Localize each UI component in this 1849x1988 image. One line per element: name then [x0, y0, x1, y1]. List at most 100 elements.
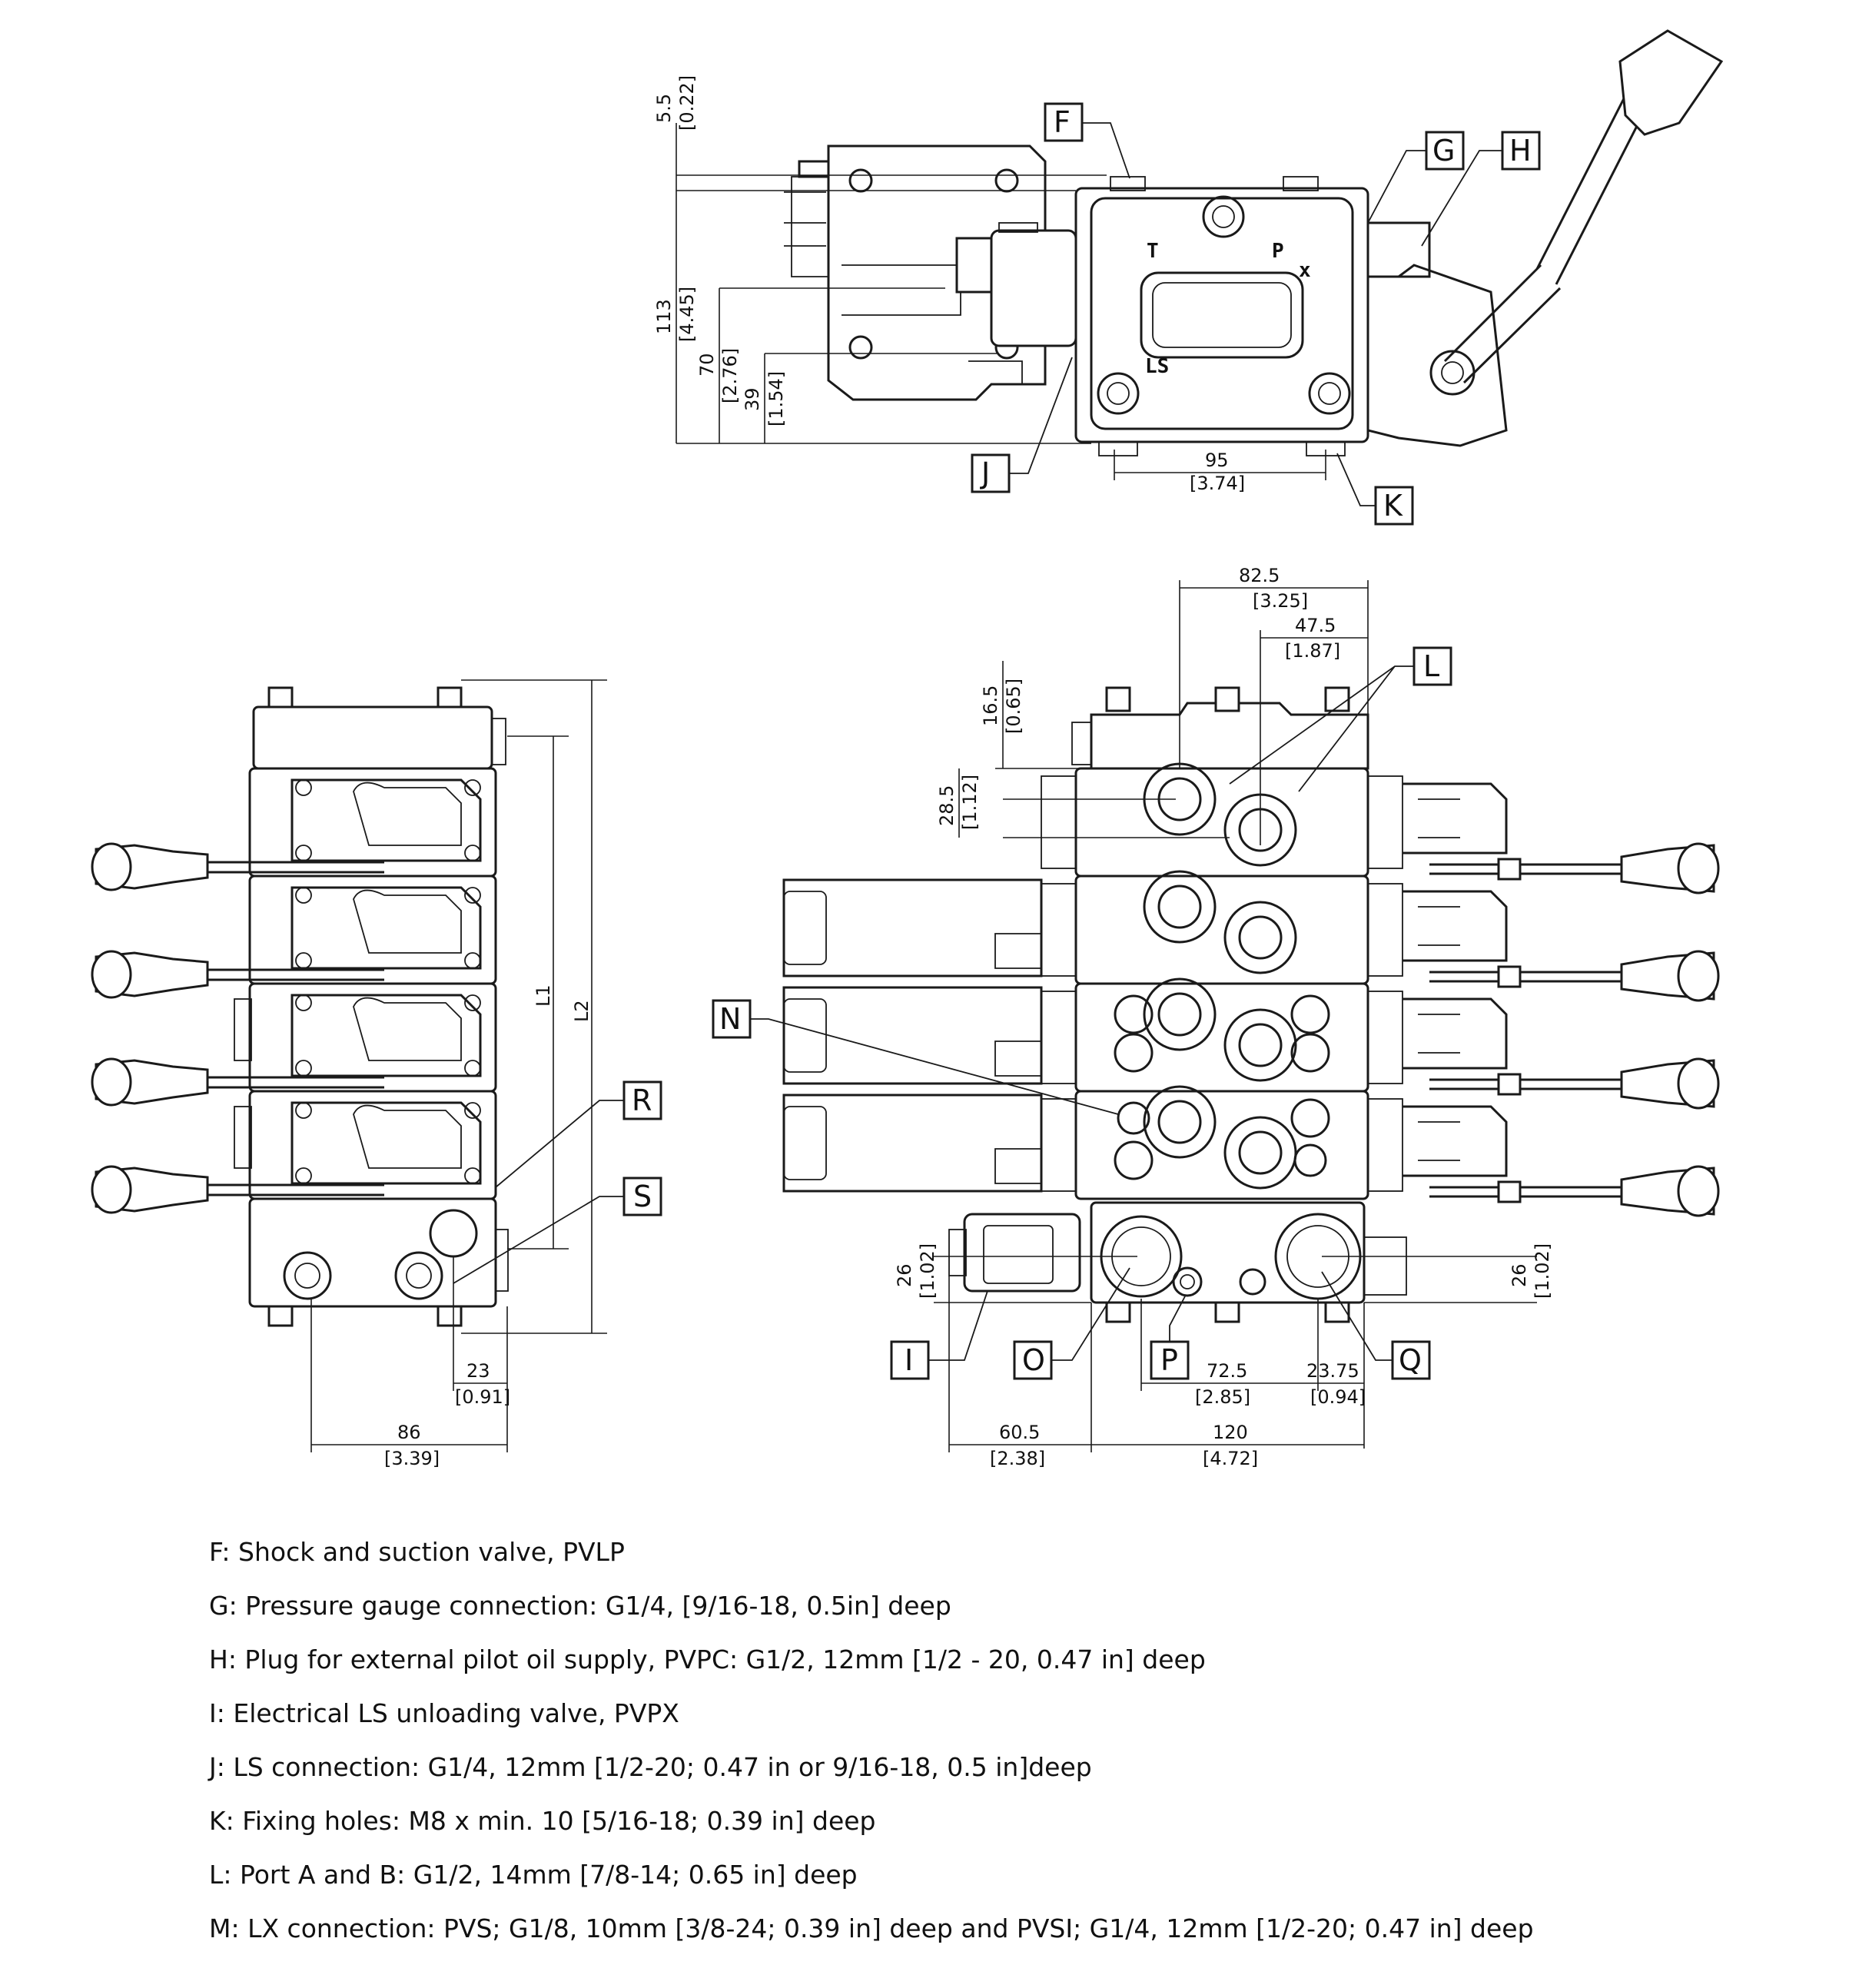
- section-cover: [290, 778, 482, 862]
- tag-f-leader: [1082, 122, 1130, 179]
- valve-top-stub: [1283, 176, 1319, 191]
- dim-5-5-label: 5.5: [653, 94, 675, 123]
- tag-r-leader: [495, 1100, 624, 1188]
- tag-l: [1412, 646, 1452, 686]
- section-actuator: [1403, 782, 1508, 855]
- actuator-block: [994, 1040, 1042, 1077]
- dim-16-5-inch: [0.65]: [1003, 679, 1024, 734]
- handle-knob-end: [91, 1165, 132, 1214]
- aux-port: [1290, 994, 1330, 1034]
- port-b: [1223, 1008, 1297, 1082]
- section-side-plug: [234, 998, 252, 1061]
- actuator-connector: [783, 891, 827, 965]
- dim-70-inch: [2.76]: [719, 348, 741, 403]
- top-plug: [1202, 195, 1245, 238]
- front-nut: [1105, 686, 1131, 712]
- side-section: [234, 1090, 497, 1200]
- housing-step: [968, 360, 1023, 384]
- dim-86-label: 86: [397, 1422, 421, 1443]
- tag-s-label: S: [633, 1180, 652, 1213]
- bolt-left-inner: [1107, 382, 1130, 405]
- section-bolt: [295, 845, 312, 861]
- connector-lines: [784, 191, 826, 247]
- side-section: [234, 982, 497, 1093]
- front-section: [782, 870, 1508, 985]
- section-left-flange: [1041, 775, 1077, 869]
- actuator-detail: [1418, 798, 1460, 838]
- tag-o: [1013, 1340, 1053, 1380]
- dim-95-label: 95: [1205, 450, 1229, 471]
- front-handle: [1429, 1165, 1720, 1217]
- front-handle: [1429, 950, 1720, 1002]
- actuator-pvex: [782, 1094, 1043, 1193]
- aux-port: [1114, 1033, 1154, 1073]
- note-i: I: Electrical LS unloading valve, PVPX: [209, 1698, 679, 1728]
- handle-knob-end: [1677, 1057, 1720, 1110]
- pvpx-knurl: [948, 1229, 967, 1276]
- handle-nut: [1497, 858, 1522, 881]
- tag-k-leader: [1336, 453, 1376, 506]
- side-nut: [267, 686, 294, 709]
- section-spool: [353, 782, 462, 846]
- front-nut: [1214, 686, 1240, 712]
- tag-j: [971, 453, 1011, 493]
- section-bolt: [464, 952, 481, 969]
- pvpx-coil: [963, 1213, 1081, 1293]
- solenoid-coil: [990, 229, 1077, 347]
- section-cover: [290, 1101, 482, 1185]
- foot-left: [1098, 441, 1138, 456]
- dim-16-5-label: 16.5: [980, 685, 1001, 726]
- tag-i-label: I: [905, 1343, 913, 1377]
- side-cap-stub: [491, 718, 506, 765]
- section-right-flange: [1367, 991, 1403, 1084]
- actuator-housing: [827, 144, 1047, 401]
- section-bolt: [464, 994, 481, 1011]
- handle-knob-end: [91, 842, 132, 891]
- section-bolt: [464, 1167, 481, 1184]
- front-section: [1041, 762, 1508, 878]
- dim-82-5-inch: [3.25]: [1253, 590, 1308, 612]
- solenoid-plug: [998, 222, 1038, 233]
- port-a: [1143, 977, 1217, 1051]
- bolt-left: [1097, 372, 1140, 415]
- dim-l1-label: L1: [533, 984, 554, 1007]
- port-b: [1223, 901, 1297, 974]
- dim-28-5-label: 28.5: [936, 785, 958, 826]
- dim-26-left-inch: [1.02]: [917, 1243, 938, 1299]
- dim-l2-label: L2: [571, 1000, 593, 1022]
- dim-47-5-label: 47.5: [1295, 615, 1336, 636]
- tag-f: [1044, 102, 1084, 142]
- front-nut: [1214, 1301, 1240, 1323]
- side-port-right: [394, 1251, 443, 1300]
- section-side-plug: [234, 1106, 252, 1169]
- section-spool: [353, 997, 462, 1061]
- port-b-inner: [1238, 1130, 1283, 1175]
- actuator-block: [994, 1148, 1042, 1184]
- tag-s-leader: [453, 1196, 624, 1284]
- side-view: L1 L2 23 [0.91] 86 [3.39] R S: [91, 679, 662, 1469]
- section-right-flange: [1367, 1098, 1403, 1192]
- dim-23-75-inch: [0.94]: [1310, 1386, 1366, 1408]
- front-nut: [1324, 1301, 1350, 1323]
- tag-g-label: G: [1432, 134, 1455, 168]
- handle-rod: [1429, 863, 1622, 875]
- side-block-upper: [1366, 221, 1431, 278]
- face-window-outer: [1140, 271, 1304, 359]
- lever-pivot-inner: [1441, 361, 1464, 384]
- dim-26-left-label: 26: [894, 1263, 915, 1287]
- dim-60-5-label: 60.5: [999, 1422, 1040, 1443]
- tag-n-leader: [750, 1018, 1119, 1115]
- tag-p-leader: [1169, 1294, 1187, 1342]
- handle-nut: [1497, 1073, 1522, 1096]
- front-section: [782, 977, 1508, 1093]
- section-cover: [290, 886, 482, 970]
- tag-n-label: N: [719, 1002, 741, 1036]
- aux-port: [1114, 1140, 1154, 1180]
- front-handle: [1429, 842, 1720, 894]
- section-body: [1074, 767, 1369, 878]
- side-port-left-inner: [294, 1263, 320, 1289]
- port-label-x: x: [1299, 259, 1311, 282]
- mount-hole: [994, 168, 1019, 193]
- section-bolt: [295, 1060, 312, 1077]
- aux-port: [1290, 1033, 1330, 1073]
